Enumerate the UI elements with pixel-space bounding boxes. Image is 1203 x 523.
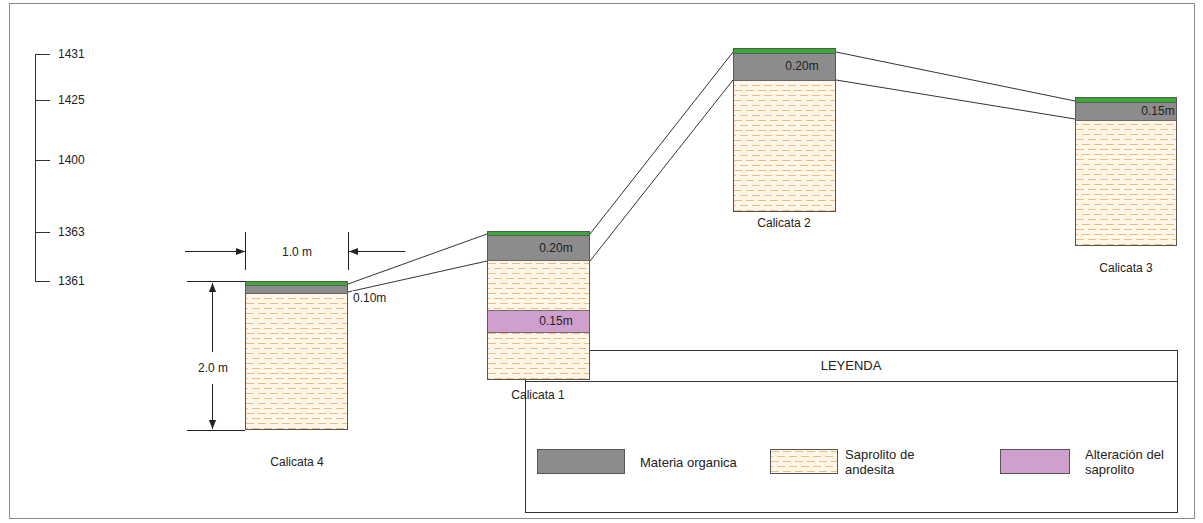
soil-layer xyxy=(246,286,348,294)
soil-layer xyxy=(1076,103,1177,121)
saprolite-layer xyxy=(246,282,348,430)
pit-name: Calicata 4 xyxy=(270,455,323,469)
soil-layer xyxy=(734,49,836,54)
layer-correlation-line xyxy=(590,80,733,261)
thickness-label: 0.20m xyxy=(539,241,572,255)
soil-layer xyxy=(488,236,590,261)
test-pit-column: 0.20mCalicata 2 xyxy=(733,48,836,212)
elevation-value: 1361 xyxy=(58,274,85,288)
thickness-label: 0.10m xyxy=(352,291,387,305)
dimension-label: 1.0 m xyxy=(282,245,312,259)
saprolite-layer xyxy=(1076,98,1177,246)
elevation-value: 1425 xyxy=(58,93,85,107)
depth-dimension xyxy=(187,282,245,431)
elevation-value: 1363 xyxy=(58,225,85,239)
saprolite-layer xyxy=(734,49,836,212)
legend-title: LEYENDA xyxy=(821,359,882,373)
soil-column xyxy=(733,48,836,212)
soil-layer xyxy=(246,282,348,286)
legend-text: Saprolito de andesita xyxy=(845,447,945,477)
legend-swatch xyxy=(770,449,838,474)
frame xyxy=(10,4,1195,519)
legend-swatch xyxy=(537,449,625,474)
legend-text: Alteración del saprolito xyxy=(1085,447,1185,477)
pit-name: Calicata 2 xyxy=(757,216,810,230)
legend-text: Materia organica xyxy=(640,454,740,469)
elevation-value: 1400 xyxy=(58,153,85,167)
layer-correlation-line xyxy=(836,52,1075,101)
elevation-scale xyxy=(35,54,50,282)
legend-swatch xyxy=(1000,449,1070,474)
layer-correlation-line xyxy=(590,52,733,234)
pit-name: Calicata 1 xyxy=(511,388,564,402)
layer-correlation-line xyxy=(836,80,1075,119)
saprolite-layer xyxy=(488,232,590,380)
soil-layer xyxy=(1076,98,1177,103)
soil-layer xyxy=(488,311,590,333)
test-pit-column: 0.15mCalicata 3 xyxy=(1075,97,1177,246)
soil-column xyxy=(487,231,590,380)
thickness-label: 0.15m xyxy=(1141,104,1174,118)
thickness-label: 0.20m xyxy=(785,59,818,73)
soil-column xyxy=(245,281,348,430)
legend-box xyxy=(526,351,1178,513)
layer-correlation-line xyxy=(348,261,487,292)
thickness-label: 0.15m xyxy=(539,314,572,328)
soil-column xyxy=(1075,97,1177,246)
soil-layer xyxy=(734,54,836,81)
pit-name: Calicata 3 xyxy=(1099,261,1152,275)
dimension-label: 2.0 m xyxy=(198,361,228,375)
test-pit-column: 0.20m0.15mCalicata 1 xyxy=(487,231,590,380)
test-pit-column: 0.10mCalicata 4 xyxy=(245,281,348,430)
width-dimension xyxy=(185,232,405,270)
elevation-value: 1431 xyxy=(58,47,85,61)
soil-layer xyxy=(488,232,590,236)
